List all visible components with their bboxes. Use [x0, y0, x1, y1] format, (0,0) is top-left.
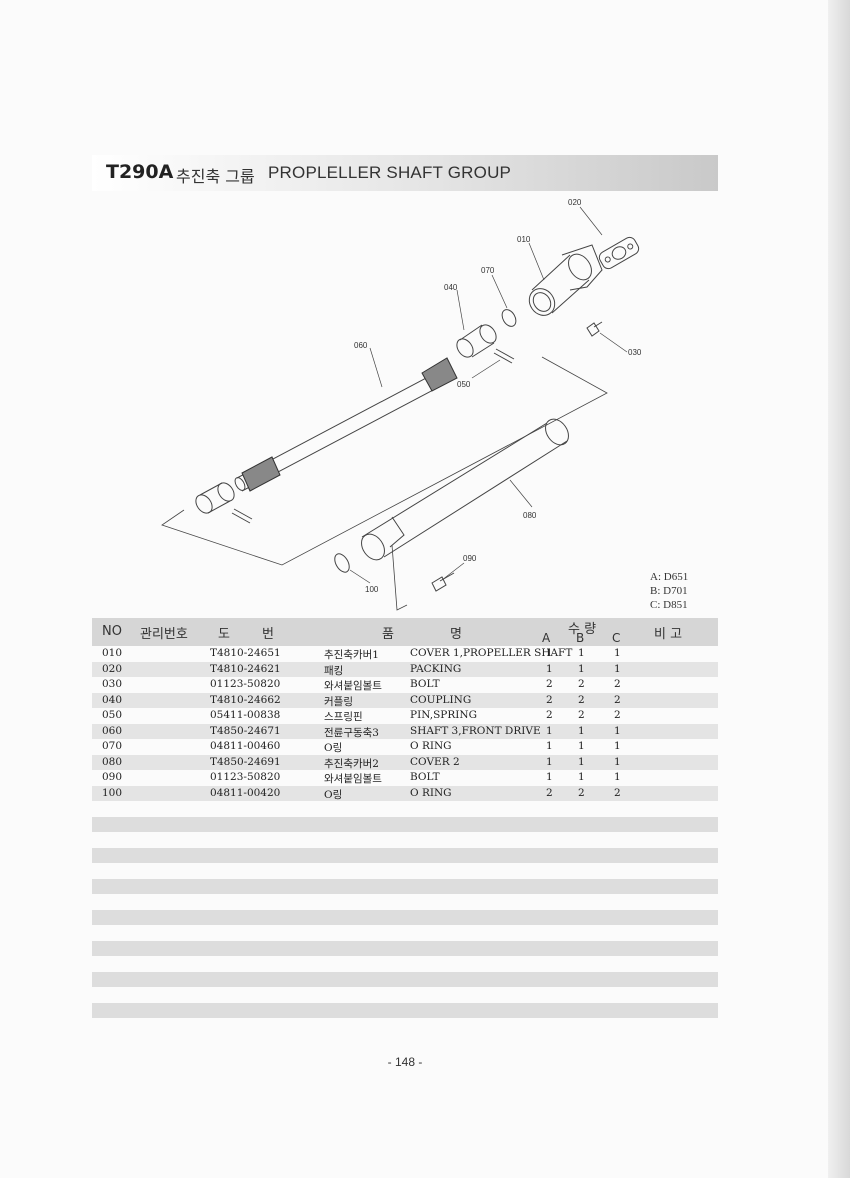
group-code: T290A	[106, 161, 174, 183]
empty-row-band	[92, 879, 718, 894]
callout-090: 090	[463, 554, 477, 563]
callout-010: 010	[517, 235, 531, 244]
empty-row-band	[92, 972, 718, 987]
assembly-guide-line	[161, 356, 608, 566]
table-row: 020 T4810-24621 패킹 PACKING 1 1 1	[92, 661, 718, 677]
callout-labels: 020 010 070 040 060 050 030 080 090 100	[354, 198, 642, 594]
table-row: 040 T4810-24662 커플링 COUPLING 2 2 2	[92, 692, 718, 708]
table-row: 080 T4850-24691 추진축카버2 COVER 2 1 1 1	[92, 754, 718, 770]
table-row: 100 04811-00420 O링 O RING 2 2 2	[92, 785, 718, 801]
header-name-2: 명	[450, 627, 462, 642]
header-qty-c: C	[612, 631, 621, 645]
table-row: 050 05411-00838 스프링핀 PIN,SPRING 2 2 2	[102, 709, 621, 723]
front-drive-shaft-part	[234, 357, 458, 492]
table-header: NO 관리번호 도 번 품 명 수 량 A B C 비 고	[92, 618, 718, 646]
coupling-part-lower	[195, 482, 235, 514]
header-remarks: 비 고	[654, 627, 683, 642]
packing-part	[598, 236, 640, 270]
o-ring-part-lower	[334, 553, 350, 573]
empty-row-band	[92, 848, 718, 863]
cover-1-part	[528, 244, 603, 316]
leader-lines	[349, 206, 628, 584]
bolt-part-upper	[586, 321, 603, 337]
page-edge-shadow	[828, 0, 850, 1178]
page-number: - 148 -	[387, 1055, 423, 1069]
coupling-part-upper	[456, 324, 497, 358]
assembly-guide-line-lower	[391, 544, 408, 611]
table-row: 060 T4850-24671 전륜구동축3 SHAFT 3,FRONT DRI…	[92, 723, 718, 739]
o-ring-part	[501, 309, 517, 327]
header-name-1: 품	[382, 627, 394, 642]
header-no: NO	[102, 624, 122, 639]
empty-row-band	[92, 817, 718, 832]
group-title-english: PROPLELLER SHAFT GROUP	[268, 163, 512, 182]
callout-100: 100	[365, 585, 379, 594]
callout-080: 080	[523, 511, 537, 520]
model-c: C: D851	[650, 599, 688, 611]
callout-040: 040	[444, 283, 458, 292]
empty-row-band	[92, 1003, 718, 1018]
empty-row-band	[92, 941, 718, 956]
table-row: 090 01123-50820 와셔붙임볼트 BOLT 1 1 1	[102, 771, 621, 785]
callout-020: 020	[568, 198, 582, 207]
cover-2-part	[361, 418, 569, 561]
table-row: 070 04811-00460 O링 O RING 1 1 1	[102, 740, 621, 754]
header-qty-b: B	[576, 631, 585, 645]
empty-row-band	[92, 910, 718, 925]
spring-pin-part	[493, 348, 515, 364]
callout-030: 030	[628, 348, 642, 357]
header-drawing-1: 도	[218, 627, 230, 642]
group-title-korean: 추진축 그룹	[176, 167, 255, 186]
model-a: A: D651	[650, 571, 689, 583]
callout-070: 070	[481, 266, 495, 275]
header-mgmt-number: 관리번호	[140, 627, 188, 642]
header-qty-a: A	[542, 631, 551, 645]
callout-060: 060	[354, 341, 368, 350]
header-quantity: 수 량	[568, 622, 597, 637]
parts-table-body: 010 T4810-24651 추진축카버1 COVER 1,PROPELLER…	[92, 646, 718, 801]
model-b: B: D701	[650, 585, 688, 597]
table-row: 010 T4810-24651 추진축카버1 COVER 1,PROPELLER…	[102, 647, 621, 661]
exploded-parts-diagram: 020 010 070 040 060 050 030 080 090 100	[161, 198, 642, 611]
table-row: 030 01123-50820 와셔붙임볼트 BOLT 2 2 2	[102, 678, 621, 692]
callout-050: 050	[457, 380, 471, 389]
model-legend: A: D651 B: D701 C: D851	[650, 570, 688, 612]
spring-pin-part-lower	[231, 508, 253, 524]
title-bar: T290A 추진축 그룹 PROPLELLER SHAFT GROUP	[92, 155, 718, 191]
bolt-part-lower	[431, 572, 455, 592]
header-drawing-2: 번	[262, 627, 274, 642]
